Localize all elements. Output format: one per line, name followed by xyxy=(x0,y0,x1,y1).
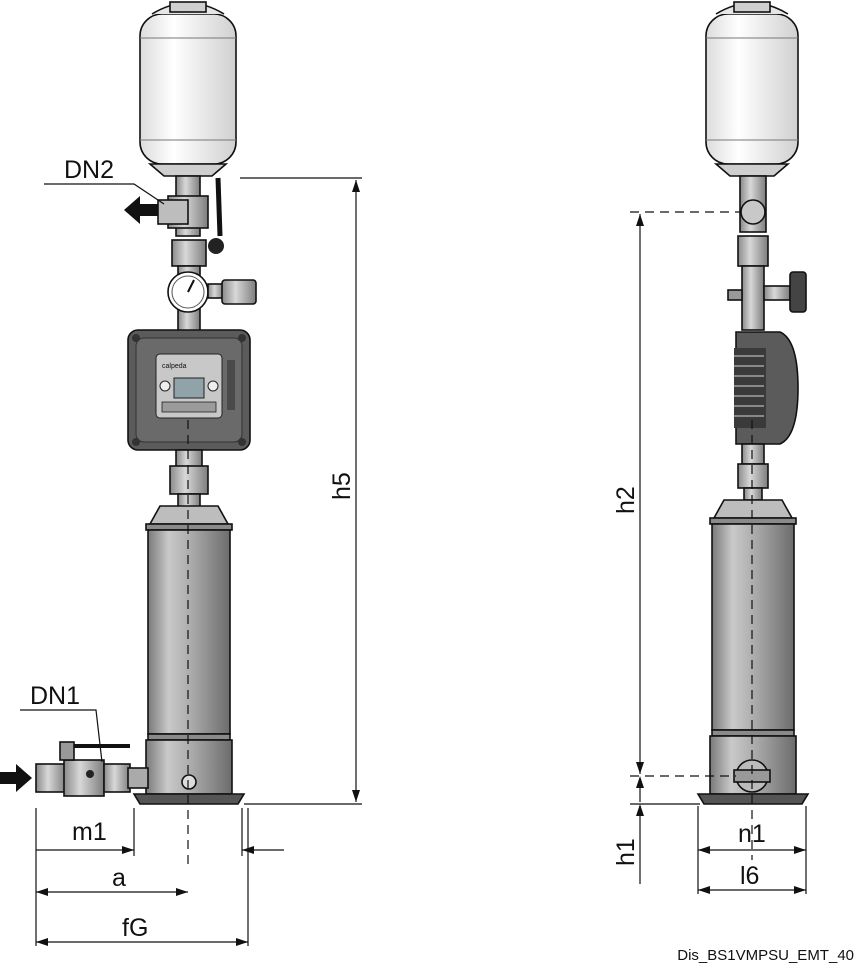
front-pump-head xyxy=(145,505,233,531)
front-bottom-dimensions: m1 a fG xyxy=(35,808,284,946)
side-piping xyxy=(727,175,807,331)
a-label: a xyxy=(112,864,126,892)
suction-ball-valve xyxy=(35,741,149,797)
h2-dimension: h2 xyxy=(612,211,740,777)
m1-label: m1 xyxy=(72,818,107,846)
h2-label: h2 xyxy=(612,486,640,514)
n1-label: n1 xyxy=(738,820,766,848)
fg-label: fG xyxy=(122,914,148,942)
front-view: calpeda xyxy=(0,1,257,870)
h1-dimension: h1 xyxy=(612,776,700,884)
dn1-inlet-arrow-icon xyxy=(0,764,32,792)
side-controller xyxy=(734,331,799,445)
dn2-outlet-arrow-icon xyxy=(124,196,158,224)
l6-label: l6 xyxy=(740,862,759,890)
dn2-callout: DN2 xyxy=(44,156,165,205)
side-bottom-dimensions: n1 l6 xyxy=(697,806,807,894)
side-view xyxy=(696,1,810,860)
dn1-callout: DN1 xyxy=(20,682,103,763)
side-pump-body xyxy=(696,499,810,805)
h1-label: h1 xyxy=(612,838,640,866)
pressure-gauge xyxy=(167,271,257,313)
side-expansion-tank xyxy=(705,1,799,177)
front-union xyxy=(169,449,209,509)
front-controller: calpeda xyxy=(127,329,251,451)
dn1-label: DN1 xyxy=(30,682,80,710)
side-union xyxy=(737,443,769,501)
controller-brand: calpeda xyxy=(162,363,187,370)
front-expansion-tank xyxy=(139,1,237,177)
h5-label: h5 xyxy=(328,472,356,500)
h5-dimension: h5 xyxy=(240,177,362,805)
drawing-caption: Dis_BS1VMPSU_EMT_40 xyxy=(677,947,854,964)
dn2-label: DN2 xyxy=(64,156,114,184)
front-pump-body xyxy=(132,529,246,805)
